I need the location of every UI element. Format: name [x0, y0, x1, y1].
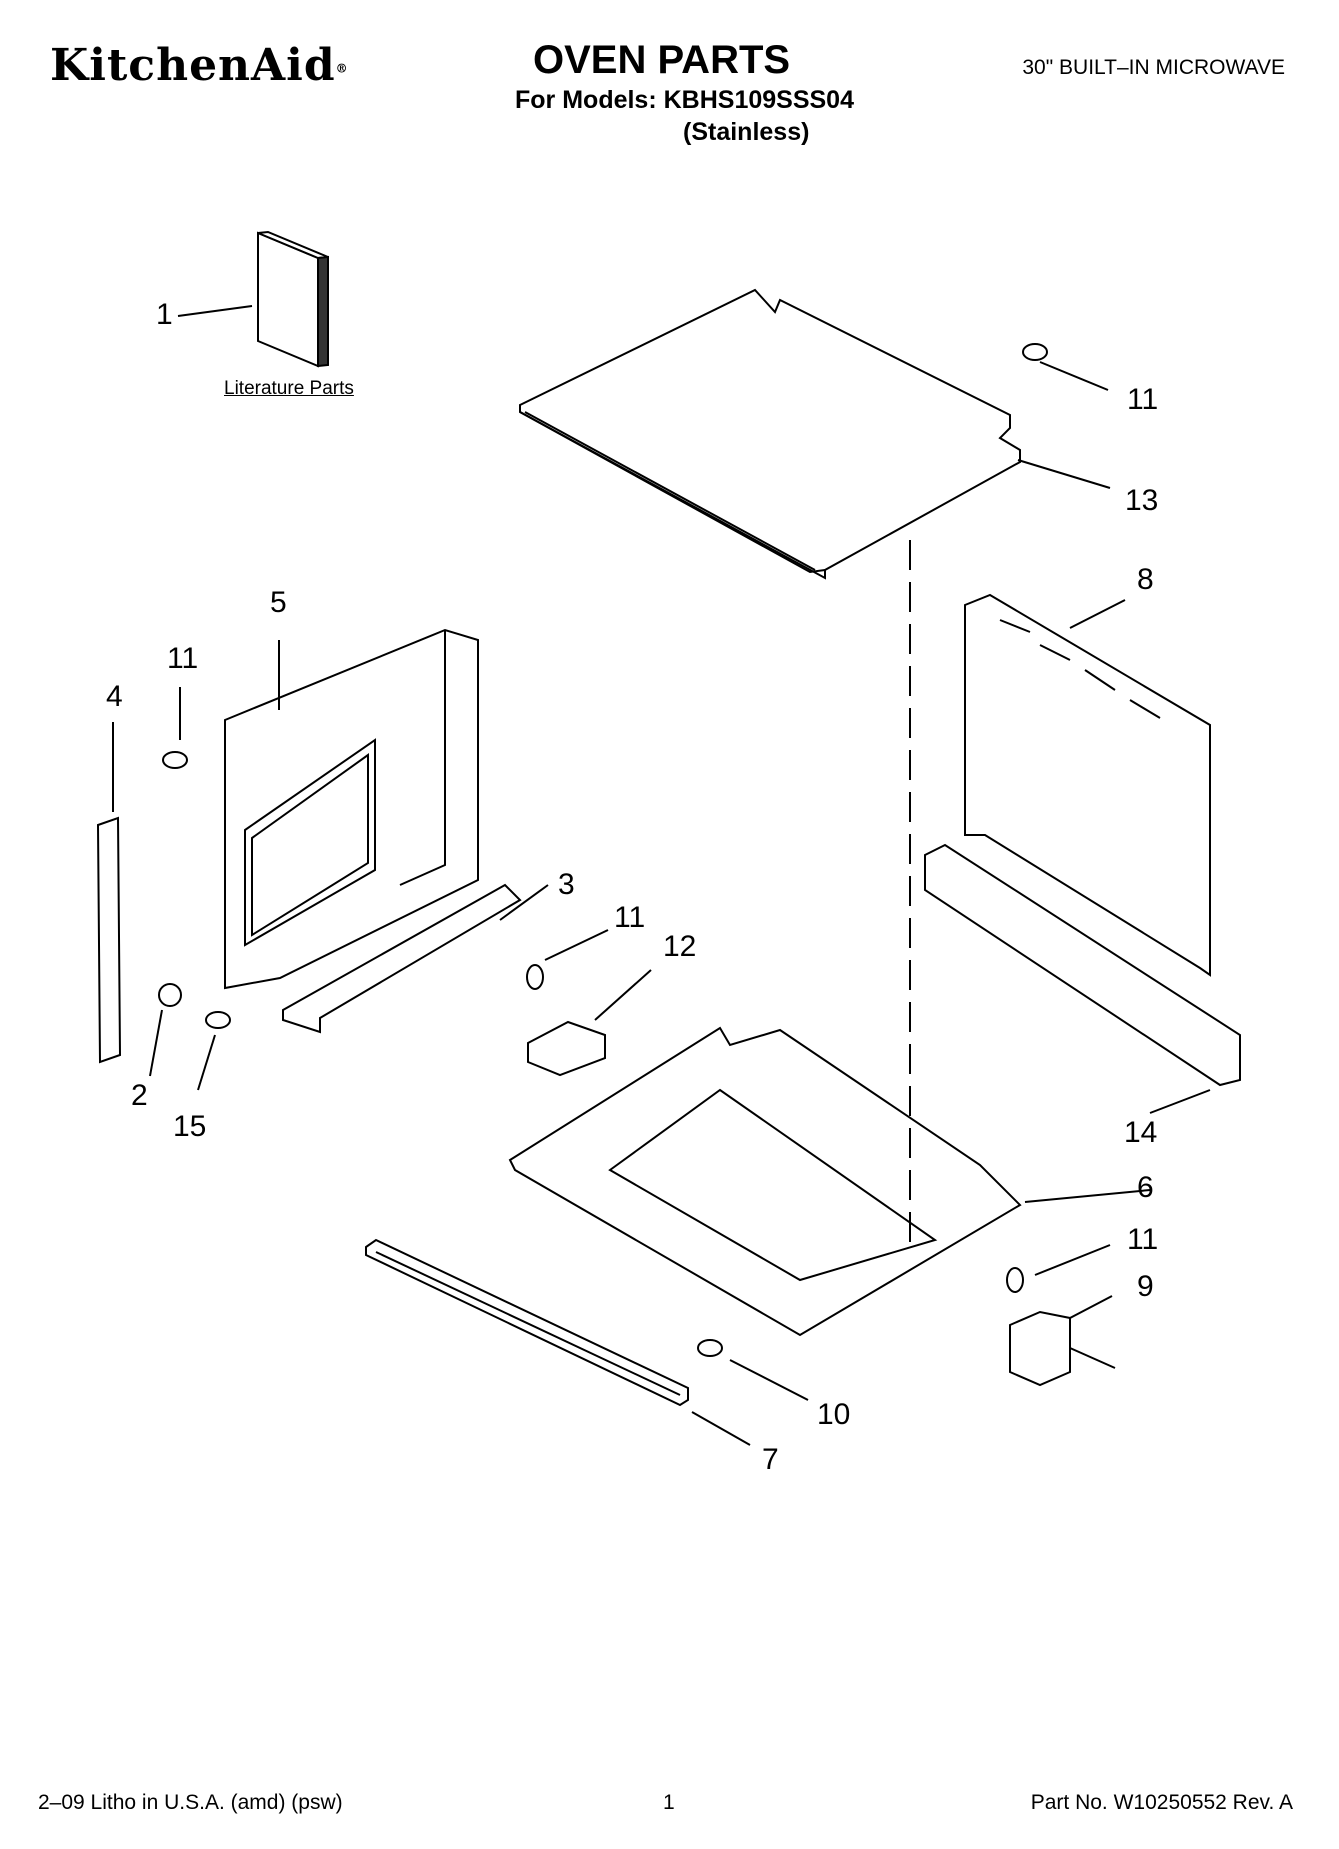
left-bracket-strip — [96, 816, 122, 1064]
left-side-panel — [224, 628, 479, 990]
callout-14: 14 — [1124, 1116, 1158, 1149]
right-side-panel — [964, 593, 1211, 977]
callout-13: 13 — [1125, 484, 1159, 517]
top-panel — [519, 288, 1021, 580]
callout-4: 4 — [106, 680, 123, 713]
product-type: 30" BUILT–IN MICROWAVE — [1022, 56, 1285, 79]
callout-6: 6 — [1137, 1171, 1154, 1204]
callout-15: 15 — [173, 1110, 207, 1143]
models-line: For Models: KBHS109SSS04 — [515, 86, 854, 114]
screw-11-right — [1006, 1267, 1024, 1293]
bottom-trim — [365, 1238, 689, 1407]
transformer — [1009, 1310, 1116, 1387]
callout-7: 7 — [762, 1443, 779, 1476]
screws — [158, 343, 1048, 1357]
callout-1: 1 — [156, 298, 173, 331]
print-info: 2–09 Litho in U.S.A. (amd) (psw) — [38, 1791, 343, 1814]
callout-11-top: 11 — [1127, 383, 1159, 416]
page-title: OVEN PARTS — [533, 38, 791, 82]
bottom-bracket — [282, 883, 522, 1034]
leader-arrows — [112, 305, 1211, 1446]
literature-booklet — [257, 230, 329, 368]
callout-10: 10 — [817, 1398, 851, 1431]
part-number: Part No. W10250552 Rev. A — [1030, 1791, 1293, 1814]
variant-label: (Stainless) — [683, 118, 810, 146]
bottom-panel — [508, 1026, 1022, 1337]
callout-3: 3 — [558, 868, 575, 901]
callout-8: 8 — [1137, 563, 1154, 596]
callout-2: 2 — [131, 1079, 148, 1112]
kitchenaid-logo: KitchenAid® — [50, 40, 349, 91]
washer-2 — [158, 983, 182, 1007]
callout-11-mid: 11 — [614, 901, 646, 934]
front-rail — [924, 843, 1241, 1087]
screw-10 — [697, 1339, 723, 1357]
electronic-module — [527, 1020, 606, 1077]
callout-11-left: 11 — [167, 642, 199, 675]
callout-9: 9 — [1137, 1270, 1154, 1303]
callout-12: 12 — [663, 930, 697, 963]
callout-11-right: 11 — [1127, 1223, 1159, 1256]
screw-15 — [205, 1011, 231, 1029]
page-number: 1 — [663, 1791, 675, 1814]
callout-5: 5 — [270, 586, 287, 619]
screw-11-top — [1022, 343, 1048, 361]
screw-11-left — [162, 751, 188, 769]
literature-parts-label: Literature Parts — [224, 378, 354, 399]
screw-11-mid — [526, 964, 544, 990]
